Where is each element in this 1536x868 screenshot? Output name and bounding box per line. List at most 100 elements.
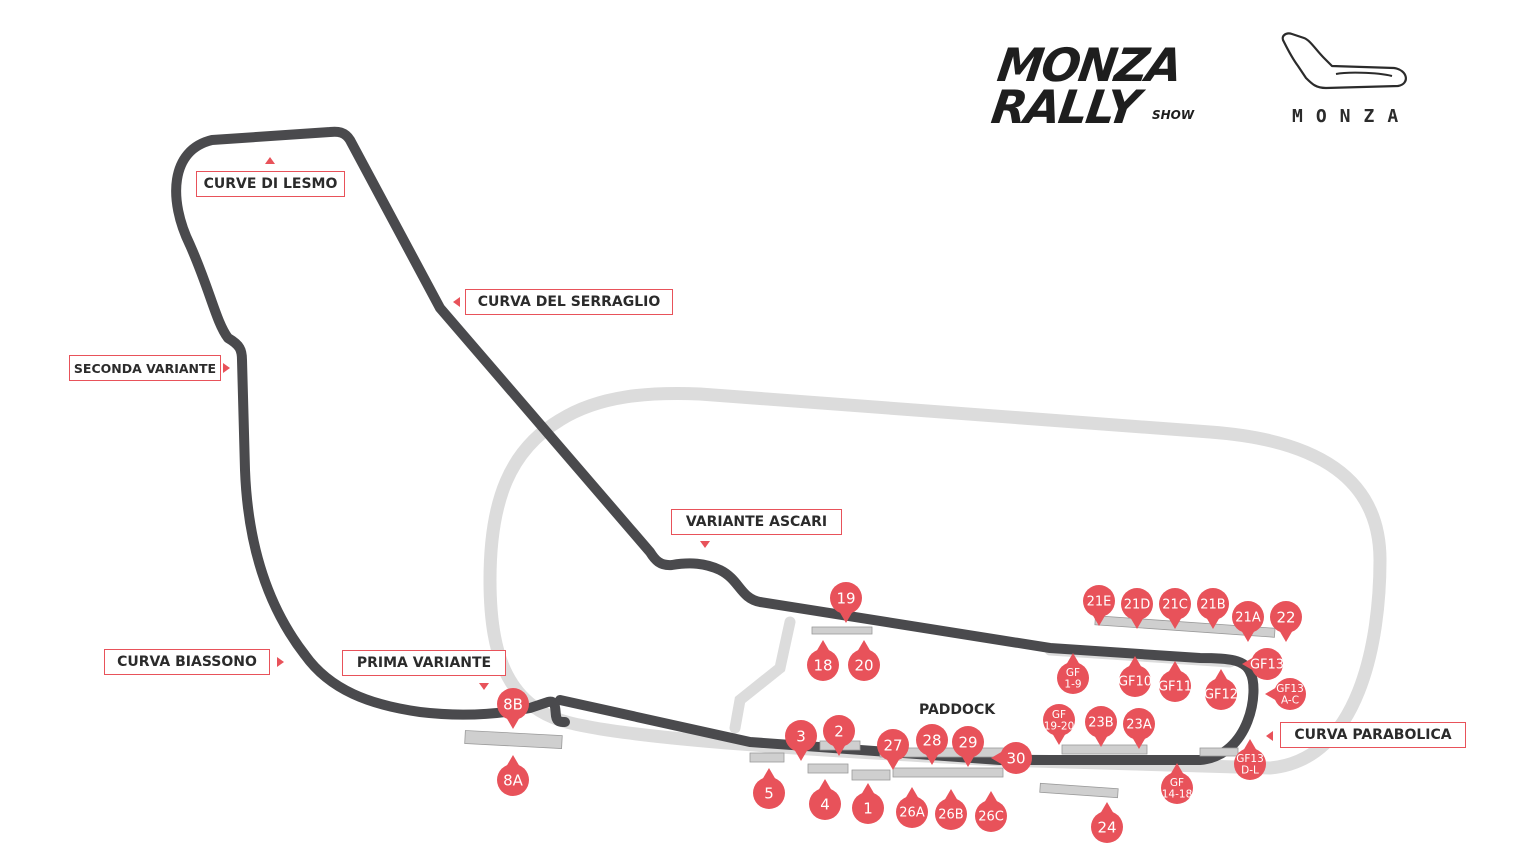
monza-circuit-logo-text: MONZA: [1292, 106, 1412, 127]
grandstand-marker[interactable]: 26C: [975, 791, 1007, 832]
grandstand-marker[interactable]: 27: [877, 729, 909, 770]
marker-label: 8B: [503, 695, 523, 713]
marker-circle: [1043, 704, 1075, 736]
grandstand-marker[interactable]: 21C: [1159, 588, 1191, 629]
marker-label: GF11: [1158, 680, 1192, 695]
grandstand-marker[interactable]: GF12: [1204, 669, 1238, 710]
grandstand-marker[interactable]: 2: [823, 715, 855, 756]
marker-circle: [935, 798, 967, 830]
stand-block-8: [464, 730, 563, 749]
marker-pointer: [1094, 735, 1108, 747]
grandstand-marker[interactable]: 21D: [1121, 588, 1153, 629]
label-curva-del-serraglio: CURVA DEL SERRAGLIO: [465, 289, 673, 315]
grandstand-marker[interactable]: 28: [916, 724, 948, 765]
marker-pointer: [1206, 617, 1220, 629]
marker-pointer: [506, 717, 520, 729]
marker-circle: [1274, 678, 1306, 710]
pointer-seconda-variante: [223, 363, 230, 373]
pointer-curva-parabolica: [1266, 731, 1273, 741]
marker-pointer: [1092, 614, 1106, 626]
stand-block-5: [749, 752, 785, 763]
pointer-prima-variante: [479, 683, 489, 690]
marker-pointer: [1242, 657, 1254, 671]
marker-label: 21A: [1235, 611, 1261, 626]
grandstand-marker[interactable]: 24: [1091, 802, 1123, 843]
grandstand-marker[interactable]: 1: [852, 783, 884, 824]
grandstand-marker[interactable]: 21A: [1232, 601, 1264, 642]
grandstand-marker[interactable]: 8A: [497, 755, 529, 796]
marker-pointer: [1130, 617, 1144, 629]
marker-pointer: [991, 751, 1003, 765]
grandstand-marker[interactable]: 3: [785, 720, 817, 761]
marker-pointer: [984, 791, 998, 803]
grandstand-marker[interactable]: 19: [830, 582, 862, 623]
marker-label: 26C: [978, 810, 1004, 825]
marker-label: 2: [834, 722, 844, 740]
marker-circle: [1159, 588, 1191, 620]
marker-circle: [975, 800, 1007, 832]
grandstand-marker[interactable]: 20: [848, 640, 880, 681]
grandstand-marker[interactable]: 22: [1270, 601, 1302, 642]
marker-circle: [830, 582, 862, 614]
pointer-curve-di-lesmo: [265, 157, 275, 164]
marker-pointer: [818, 779, 832, 791]
marker-label: GF12: [1204, 688, 1238, 703]
marker-circle: [877, 729, 909, 761]
marker-label: 30: [1006, 749, 1025, 767]
grandstand-marker[interactable]: 23A: [1123, 708, 1155, 749]
marker-circle: [1057, 662, 1089, 694]
marker-pointer: [905, 787, 919, 799]
marker-label: 28: [922, 731, 941, 749]
grandstand-marker[interactable]: 21E: [1083, 585, 1115, 626]
marker-circle: [1091, 811, 1123, 843]
grandstand-marker[interactable]: GF13: [1242, 648, 1284, 680]
marker-pointer: [1128, 656, 1142, 668]
marker-label: 4: [820, 795, 830, 813]
grandstand-marker[interactable]: 5: [753, 768, 785, 809]
label-curve-di-lesmo: CURVE DI LESMO: [196, 171, 345, 197]
marker-pointer: [1170, 763, 1184, 775]
grandstand-marker[interactable]: GF10: [1118, 656, 1152, 697]
grandstand-marker[interactable]: 30: [991, 742, 1032, 774]
grandstand-marker[interactable]: 18: [807, 640, 839, 681]
stand-block-24: [1039, 782, 1119, 799]
marker-pointer: [857, 640, 871, 652]
marker-pointer: [1265, 687, 1277, 701]
marker-pointer: [1168, 661, 1182, 673]
grandstand-marker[interactable]: 26A: [896, 787, 928, 828]
grandstand-marker[interactable]: 8B: [497, 688, 529, 729]
monza-rally-show-logo: MONZA RALLY SHOW: [988, 38, 1217, 134]
marker-circle: [1085, 706, 1117, 738]
grandstand-marker[interactable]: GF11: [1158, 661, 1192, 702]
marker-label: 21E: [1087, 595, 1112, 610]
grandstand-marker[interactable]: 21B: [1197, 588, 1229, 629]
marker-circle: [1232, 601, 1264, 633]
marker-label: 3: [796, 727, 806, 745]
marker-circle: [1270, 601, 1302, 633]
marker-label: 18: [813, 656, 832, 674]
marker-pointer: [832, 744, 846, 756]
logo-rally-line3: SHOW: [1152, 108, 1195, 122]
stand-block-gf: [1199, 747, 1239, 757]
marker-circle: [785, 720, 817, 752]
label-curva-biassono: CURVA BIASSONO: [104, 649, 270, 675]
marker-circle: [1119, 665, 1151, 697]
grandstand-marker[interactable]: 29: [952, 726, 984, 767]
stand-block-26: [892, 767, 1004, 778]
marker-circle: [1161, 772, 1193, 804]
marker-pointer: [961, 755, 975, 767]
marker-label: 19: [836, 589, 855, 607]
grandstand-marker[interactable]: 26B: [935, 789, 967, 830]
grandstand-marker[interactable]: 23B: [1085, 706, 1117, 747]
marker-circle: [852, 792, 884, 824]
marker-circle: [497, 688, 529, 720]
marker-pointer: [794, 749, 808, 761]
marker-label: 5: [764, 784, 774, 802]
grandstand-marker[interactable]: 4: [809, 779, 841, 820]
